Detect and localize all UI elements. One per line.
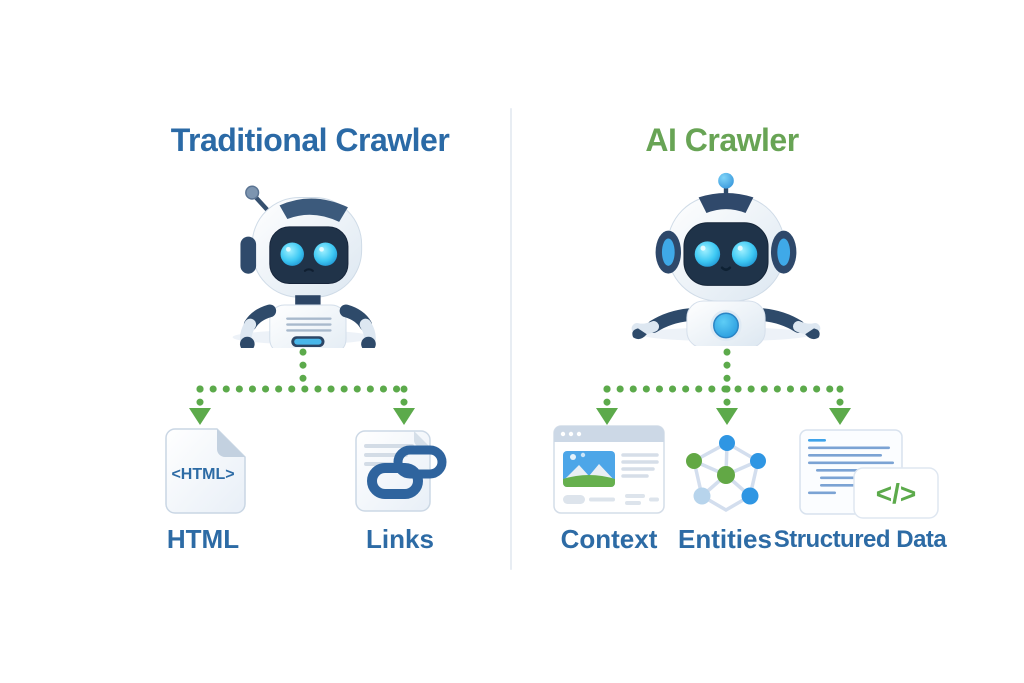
knowledge-graph-icon	[686, 435, 766, 513]
robot-arm	[239, 304, 277, 348]
html-tag-text: <HTML>	[171, 466, 234, 483]
image-thumbnail-icon	[563, 451, 615, 487]
graph-node	[750, 453, 766, 469]
robot-face	[683, 222, 769, 286]
robot-eye	[731, 241, 758, 267]
robot-arm	[756, 308, 821, 340]
robot-face	[269, 226, 349, 284]
graph-node	[741, 487, 759, 505]
context-label: Context	[560, 524, 658, 554]
robot-ear	[655, 230, 797, 274]
graph-node	[719, 435, 735, 451]
robot-chest-button	[713, 312, 739, 339]
robot-eye	[313, 242, 338, 266]
robot-eye	[280, 242, 304, 266]
ai-crawler-title: AI Crawler	[645, 122, 799, 158]
graph-node	[693, 487, 711, 505]
graph-node	[686, 453, 702, 469]
html-document-icon: <HTML>	[165, 428, 246, 514]
entities-label: Entities	[678, 524, 772, 554]
column-divider	[510, 108, 512, 570]
chain-links-icon	[367, 445, 447, 499]
structured-data-label: Structured Data	[773, 526, 947, 553]
traditional-crawler-title: Traditional Crawler	[170, 122, 450, 158]
document-links-icon	[355, 430, 447, 512]
graph-node	[717, 466, 735, 484]
code-badge-card	[853, 467, 939, 519]
robot-arm	[631, 308, 696, 340]
traditional-crawler-robot-illustration	[232, 185, 376, 348]
robot-eye	[694, 241, 721, 267]
links-label: Links	[366, 524, 434, 554]
robot-arm	[339, 304, 376, 348]
robot-ear	[240, 236, 257, 274]
code-tag-text: </>	[876, 478, 916, 509]
robot-body	[269, 304, 347, 348]
code-document-icon: </>	[799, 429, 939, 519]
browser-preview-icon	[553, 425, 665, 514]
html-label: HTML	[166, 524, 240, 554]
ai-crawler-robot-illustration	[631, 172, 821, 346]
browser-titlebar	[554, 426, 664, 442]
